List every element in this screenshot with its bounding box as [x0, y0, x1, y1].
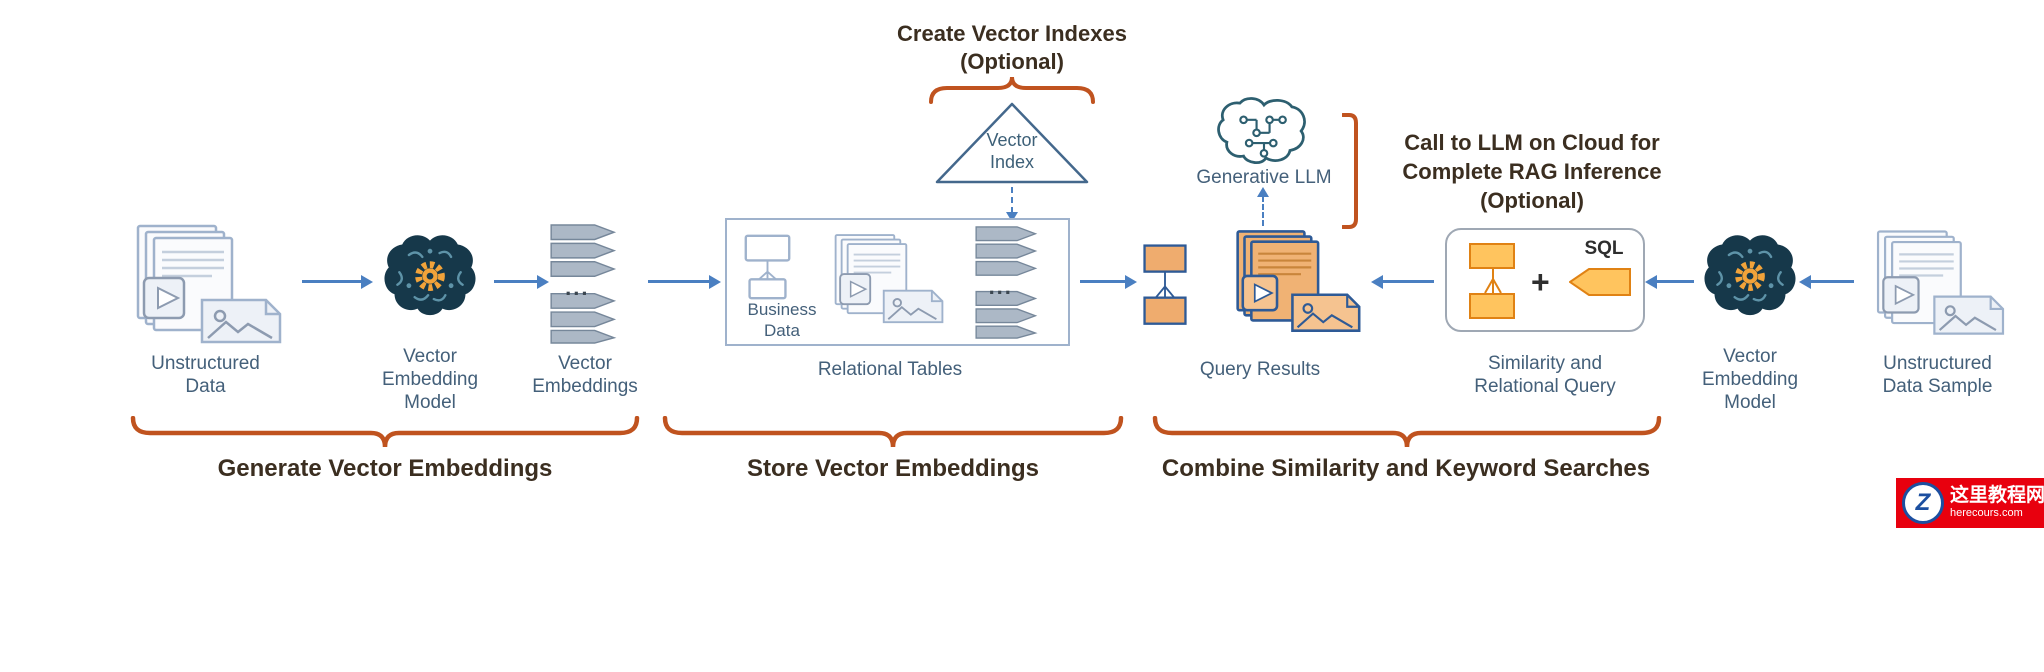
section-store-label: Store Vector Embeddings	[746, 455, 1040, 482]
bracket-llm	[1342, 113, 1358, 229]
query-results-label: Query Results	[1199, 359, 1321, 380]
query-schema-icon	[1138, 240, 1192, 333]
embedding-model-icon-left	[380, 232, 480, 324]
create-vector-indexes-title: Create Vector Indexes (Optional)	[897, 21, 1127, 74]
similarity-query-box: + SQL	[1445, 228, 1645, 332]
business-data-label: Business Data	[747, 300, 817, 340]
arrow-model-to-embeddings	[494, 275, 549, 289]
arrow-query-to-results	[1371, 275, 1434, 289]
embedding-model-label-left: Vector Embedding Model	[381, 346, 479, 414]
vector-embeddings-label: Vector Embeddings	[532, 353, 638, 398]
watermark-monogram: Z	[1915, 489, 1931, 516]
query-table-rect-bottom	[1469, 293, 1515, 319]
arrow-embeddings-to-tables	[648, 275, 721, 289]
vector-index-triangle	[935, 102, 1089, 184]
embeddings-ellipsis: ...	[565, 274, 590, 300]
watermark-text: 这里教程网 herecours.com	[1950, 485, 2044, 520]
watermark-domain: herecours.com	[1950, 507, 2023, 520]
overbrace-vector-index	[929, 76, 1095, 104]
relational-tables-label: Relational Tables	[817, 359, 963, 380]
arrow-results-to-llm	[1257, 187, 1269, 226]
generative-llm-label: Generative LLM	[1196, 167, 1332, 188]
arrow-model-to-query	[1645, 275, 1694, 289]
watermark-logo-icon: Z	[1902, 482, 1944, 524]
vector-index-label: Vector Index	[986, 130, 1038, 172]
plus-sign: +	[1531, 264, 1550, 300]
sql-label: SQL	[1584, 238, 1624, 259]
unstructured-data-icon	[120, 222, 290, 347]
section-combine-label: Combine Similarity and Keyword Searches	[1161, 455, 1651, 482]
sql-tag-icon	[1569, 268, 1631, 296]
arrow-index-to-tables	[1006, 187, 1018, 222]
stored-embeddings-icon: ...	[975, 226, 1041, 339]
call-to-llm-title: Call to LLM on Cloud for Complete RAG In…	[1402, 130, 1662, 214]
query-table-rect-top	[1469, 243, 1515, 269]
arrow-sample-to-model	[1799, 275, 1854, 289]
similarity-query-label: Similarity and Relational Query	[1474, 353, 1616, 398]
unstructured-data-label: Unstructured Data	[151, 353, 260, 398]
embedding-model-icon-right	[1700, 232, 1800, 324]
unstructured-data-sample-icon	[1862, 228, 2012, 338]
watermark-title: 这里教程网	[1950, 485, 2044, 507]
business-data-schema-icon	[742, 232, 810, 302]
query-documents-icon	[1222, 228, 1368, 335]
stored-embeddings-ellipsis: ...	[988, 273, 1013, 299]
watermark: Z 这里教程网 herecours.com	[1896, 478, 2044, 528]
embedding-model-label-right: Vector Embedding Model	[1701, 346, 1799, 414]
arrow-tables-to-results	[1080, 275, 1137, 289]
brace-generate	[130, 416, 640, 448]
brace-combine	[1152, 416, 1662, 448]
brace-store	[662, 416, 1124, 448]
generative-llm-icon	[1212, 92, 1316, 170]
unstructured-data-sample-label: Unstructured Data Sample	[1882, 353, 1993, 398]
arrow-data-to-model	[302, 275, 373, 289]
table-documents-icon	[822, 232, 950, 326]
query-connector-icon	[1484, 269, 1502, 294]
vector-embeddings-icon: ...	[550, 224, 620, 344]
section-generate-label: Generate Vector Embeddings	[217, 455, 553, 482]
